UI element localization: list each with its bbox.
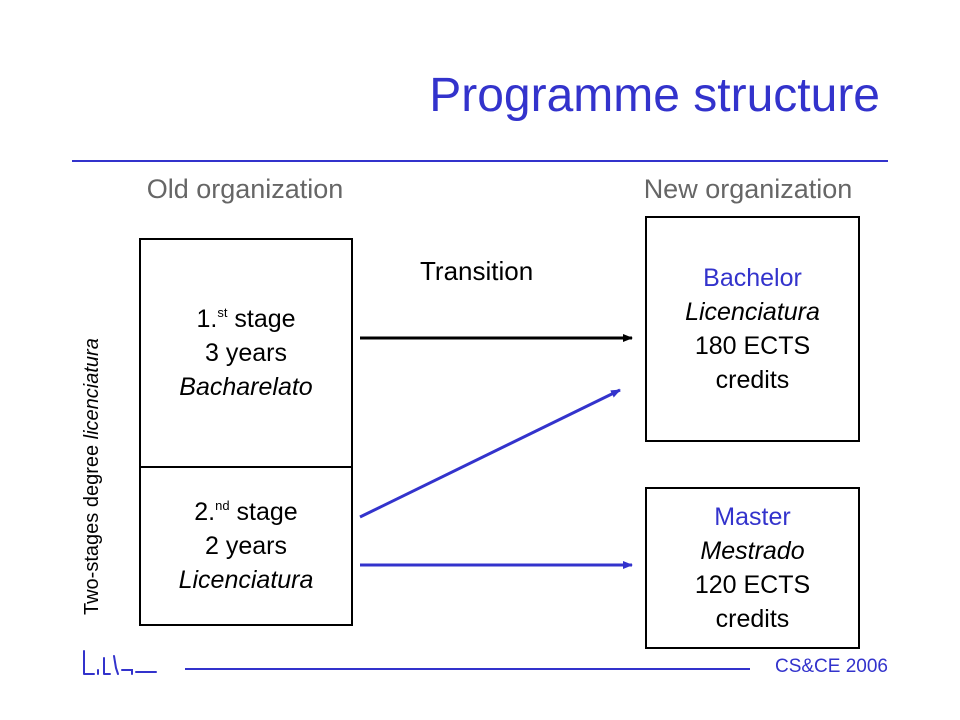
stage1-number: 1.: [196, 305, 218, 333]
bachelor-name: Bachelor: [703, 264, 802, 292]
stage1-ordinal: st: [217, 305, 228, 320]
arrow-stage2-to-bachelor: [359, 388, 621, 519]
footer-text: CS&CE 2006: [774, 656, 888, 677]
stage1-duration: 3 years: [205, 339, 287, 367]
bachelor-degree: Licenciatura: [685, 298, 820, 326]
stage1-word: stage: [227, 305, 296, 333]
stage2-number: 2.: [194, 498, 216, 526]
stage2-heading: 2.nd stage: [141, 495, 351, 529]
slide-title: Programme structure: [429, 69, 880, 122]
master-degree: Mestrado: [700, 537, 805, 565]
bachelor-box: Bachelor Licenciatura 180 ECTS credits: [645, 216, 860, 442]
master-box: Master Mestrado 120 ECTS credits: [645, 487, 860, 649]
master-name: Master: [714, 503, 791, 531]
transition-label: Transition: [420, 256, 534, 286]
stage2-duration: 2 years: [205, 532, 287, 560]
stage2-word: stage: [229, 498, 298, 526]
stage2-ordinal: nd: [215, 498, 230, 513]
title-divider: [72, 160, 888, 162]
footer-divider: [185, 668, 750, 670]
new-organization-heading: New organization: [643, 174, 853, 204]
stage2-degree: Licenciatura: [178, 566, 314, 594]
signature-logo-icon: [83, 650, 157, 675]
stage1-heading: 1.st stage: [141, 302, 351, 336]
master-ects: 120 ECTS: [694, 571, 811, 599]
master-credits: credits: [715, 605, 790, 633]
old-organization-heading: Old organization: [146, 174, 344, 204]
bachelor-ects: 180 ECTS: [694, 332, 811, 360]
bachelor-credits: credits: [715, 366, 790, 394]
old-stage2-box: 2.nd stage 2 years Licenciatura: [139, 466, 353, 626]
stage1-degree: Bacharelato: [179, 373, 313, 401]
